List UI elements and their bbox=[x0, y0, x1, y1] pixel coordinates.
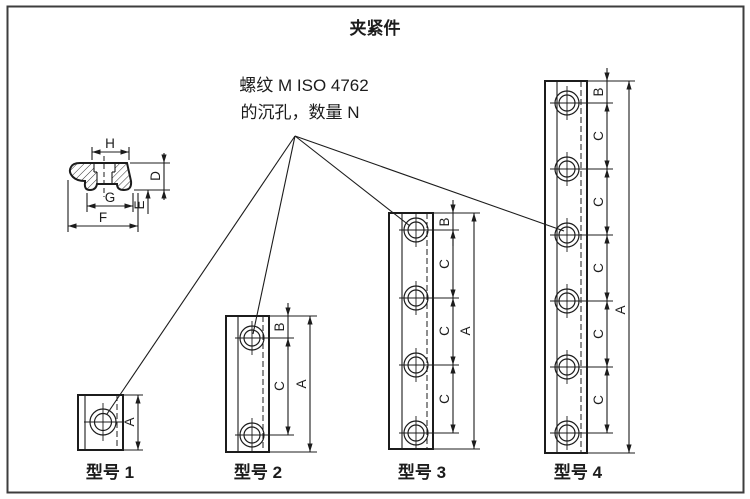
dim-label-B: B bbox=[272, 322, 287, 331]
model-3-dimensions: B C C C A bbox=[437, 200, 477, 449]
model-2-dimensions: B C A bbox=[272, 303, 313, 452]
leader-lines bbox=[106, 135, 565, 415]
model-4-group: B C C C C C A 型号 4 bbox=[544, 68, 635, 482]
dim-label-A: A bbox=[122, 417, 137, 426]
dim-label-C: C bbox=[591, 131, 606, 141]
drawing-title: 夹紧件 bbox=[350, 18, 401, 38]
model-2-extension-lines bbox=[266, 315, 317, 453]
model-3-body bbox=[388, 212, 434, 450]
model-4-body bbox=[544, 80, 588, 454]
dim-label-A: A bbox=[613, 305, 628, 314]
callout-note: 螺纹 M ISO 4762 的沉孔，数量 N bbox=[239, 76, 368, 122]
dim-label-B: B bbox=[437, 217, 452, 226]
model-3-label: 型号 3 bbox=[398, 462, 446, 482]
leader-to-model-2 bbox=[252, 135, 296, 335]
model-1-label: 型号 1 bbox=[86, 462, 134, 482]
dim-label-A: A bbox=[458, 326, 473, 335]
model-3-extension-lines bbox=[430, 212, 480, 450]
section-dimensions: H G F D E bbox=[67, 136, 170, 232]
model-4-dimensions: B C C C C C A bbox=[591, 68, 632, 453]
dim-label-C: C bbox=[437, 259, 452, 269]
dim-label-C: C bbox=[591, 263, 606, 273]
leader-to-model-3 bbox=[294, 135, 411, 227]
section-hatch-left bbox=[69, 163, 97, 190]
dim-label-C: C bbox=[591, 395, 606, 405]
model-1-body bbox=[77, 394, 124, 451]
dim-label-C: C bbox=[272, 381, 287, 391]
dim-label-D: D bbox=[148, 171, 163, 181]
model-3-group: B C C C A 型号 3 bbox=[388, 200, 480, 482]
dim-label-G: G bbox=[105, 190, 116, 205]
model-1-dimension-A: A bbox=[122, 394, 143, 451]
dim-label-C: C bbox=[591, 197, 606, 207]
dim-label-B: B bbox=[591, 87, 606, 96]
section-counterbore-lines bbox=[93, 163, 116, 184]
model-2-body bbox=[225, 315, 270, 453]
dim-label-H: H bbox=[105, 136, 115, 151]
model-2-label: 型号 2 bbox=[234, 462, 282, 482]
leader-to-model-4 bbox=[294, 135, 565, 232]
callout-line-1: 螺纹 M ISO 4762 bbox=[239, 76, 368, 95]
drawing-frame bbox=[6, 5, 745, 494]
model-4-label: 型号 4 bbox=[554, 462, 603, 482]
section-outline bbox=[68, 162, 133, 192]
callout-line-2: 的沉孔，数量 N bbox=[241, 103, 360, 122]
model-2-group: B C A 型号 2 bbox=[225, 303, 317, 482]
dim-label-F: F bbox=[99, 210, 107, 225]
model-4-extension-lines bbox=[584, 80, 635, 454]
dim-label-C: C bbox=[437, 394, 452, 404]
dim-label-C: C bbox=[437, 326, 452, 336]
model-1-group: A 型号 1 bbox=[77, 394, 143, 482]
cross-section-view: H G F D E bbox=[67, 136, 170, 232]
leader-to-model-1 bbox=[106, 135, 296, 415]
dim-label-E: E bbox=[132, 200, 147, 209]
dim-label-A: A bbox=[294, 379, 309, 388]
dim-label-C: C bbox=[591, 329, 606, 339]
